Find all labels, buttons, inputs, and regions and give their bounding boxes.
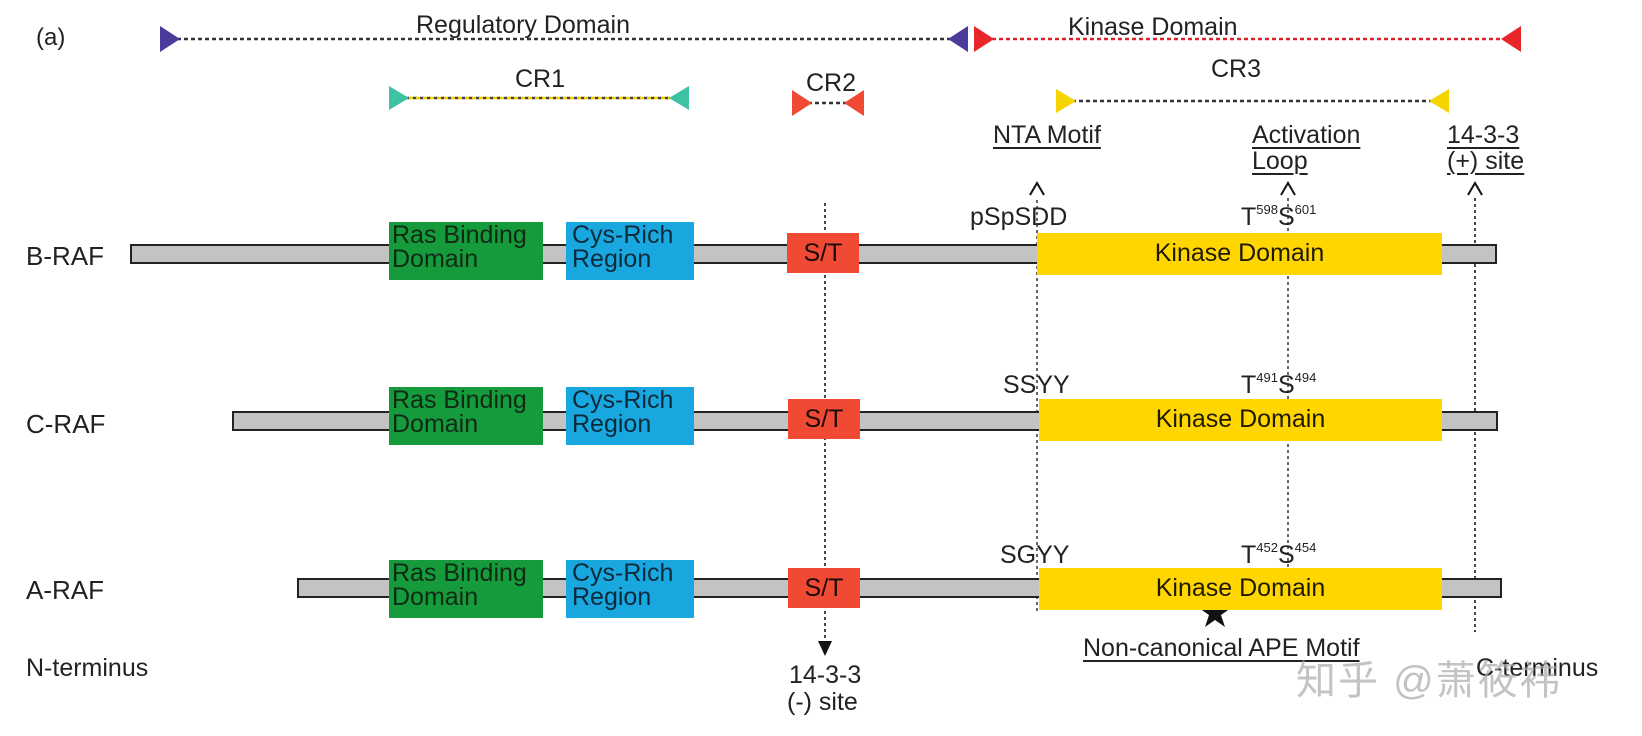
st-box: S/T (788, 399, 860, 439)
kinase-domain-box: Kinase Domain (1039, 399, 1442, 441)
rbd-line-2: Domain (392, 410, 479, 438)
rbd-line-1: Ras Binding (392, 559, 527, 587)
site-minus-label-line1: 14-3-3 (789, 661, 862, 689)
crr-line-1: Cys-Rich (572, 386, 674, 414)
cr3-label: CR3 (1211, 55, 1262, 83)
cys-rich-region: Cys-Rich Region (566, 560, 694, 618)
cr2-left-marker (792, 90, 812, 116)
cr2-label: CR2 (806, 69, 857, 97)
regulatory-right-marker (948, 26, 968, 52)
protein-name: B-RAF (26, 241, 104, 271)
site-minus-label-line2: (-) site (787, 688, 858, 716)
ras-binding-domain: Ras Binding Domain (389, 560, 543, 618)
cr3-left-marker (1056, 89, 1076, 113)
activation-loop-residues: T452S454 (1241, 540, 1317, 569)
protein-name: C-RAF (26, 409, 106, 439)
watermark: 知乎 @萧筱袆 (1296, 659, 1562, 703)
rbd-line-2: Domain (392, 245, 479, 273)
site-plus-label-line1: 14-3-3 (1447, 121, 1520, 149)
protein-name: A-RAF (26, 575, 104, 605)
st-box: S/T (788, 568, 860, 608)
nta-motif-sequence: SGYY (1000, 541, 1070, 569)
cr1-right-marker (669, 86, 689, 110)
kinase-domain-label: Kinase Domain (1068, 13, 1238, 41)
crr-line-1: Cys-Rich (572, 559, 674, 587)
cr2-right-marker (844, 90, 864, 116)
cys-rich-region: Cys-Rich Region (566, 387, 694, 445)
kinase-left-marker (974, 26, 994, 52)
nta-motif-sequence: pSpSDD (970, 203, 1068, 231)
cr1-label: CR1 (515, 65, 566, 93)
n-terminus-label: N-terminus (26, 654, 149, 682)
star-icon (1199, 597, 1231, 627)
cr1-left-marker (389, 86, 409, 110)
cys-rich-region: Cys-Rich Region (566, 222, 694, 280)
nta-motif-sequence: SSYY (1003, 371, 1070, 399)
st-box: S/T (787, 233, 859, 273)
activation-loop-label-line1: Activation (1252, 121, 1361, 149)
kinase-right-marker (1501, 26, 1521, 52)
activation-loop-residues: T491S494 (1241, 370, 1317, 399)
cr3-right-marker (1429, 89, 1449, 113)
ras-binding-domain: Ras Binding Domain (389, 222, 543, 280)
rbd-line-1: Ras Binding (392, 221, 527, 249)
crr-line-2: Region (572, 410, 652, 438)
rbd-line-2: Domain (392, 583, 479, 611)
activation-loop-residues: T598S601 (1241, 202, 1317, 231)
rbd-line-1: Ras Binding (392, 386, 527, 414)
activation-loop-label-line2: Loop (1252, 147, 1308, 175)
nta-motif-label: NTA Motif (993, 121, 1101, 149)
regulatory-left-marker (160, 26, 180, 52)
panel-label: (a) (36, 24, 66, 51)
crr-line-2: Region (572, 245, 652, 273)
crr-line-2: Region (572, 583, 652, 611)
kinase-domain-box: Kinase Domain (1039, 568, 1442, 610)
regulatory-domain-label: Regulatory Domain (416, 11, 630, 39)
site-plus-label-line2: (+) site (1447, 147, 1525, 175)
kinase-domain-box: Kinase Domain (1037, 233, 1442, 275)
c-terminus-label: C-terminus (1476, 654, 1599, 682)
crr-line-1: Cys-Rich (572, 221, 674, 249)
ras-binding-domain: Ras Binding Domain (389, 387, 543, 445)
ape-motif-label: Non-canonical APE Motif (1083, 634, 1360, 662)
